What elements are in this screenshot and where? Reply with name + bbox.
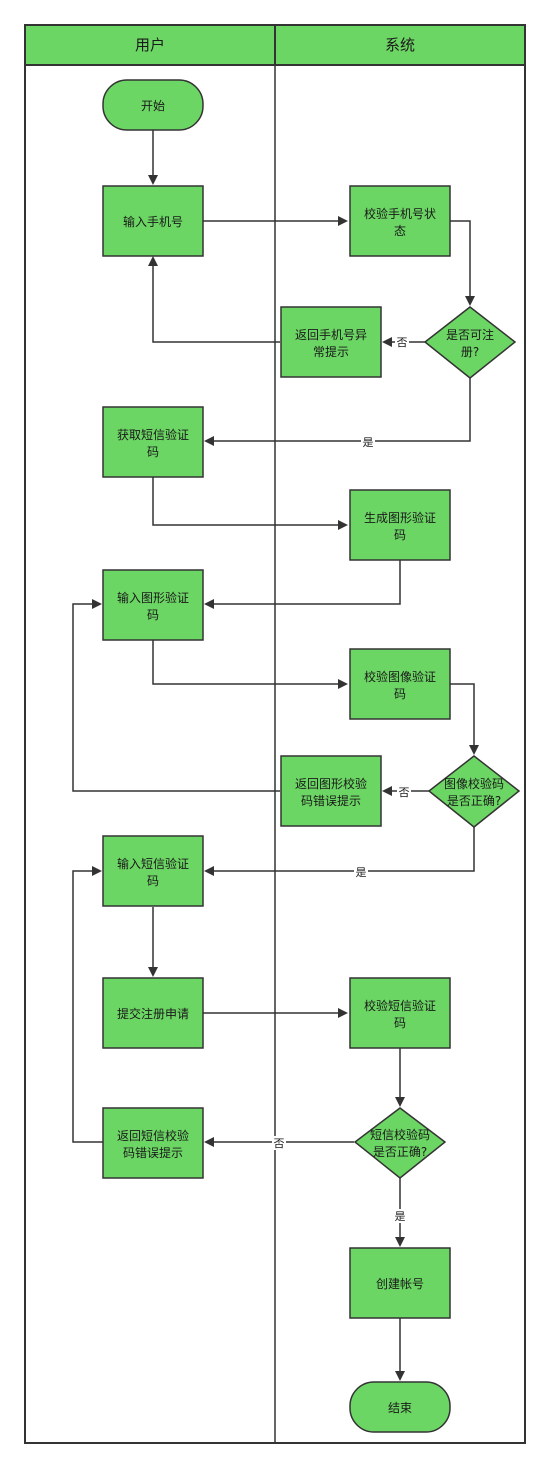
input-graphic-code-line1: 输入图形验证 bbox=[117, 590, 189, 605]
check-phone-status-node bbox=[349, 185, 451, 257]
edges bbox=[72, 130, 479, 1381]
edge-graphic-error-to-input-graphic bbox=[72, 599, 280, 792]
input-graphic-code-node bbox=[102, 569, 204, 641]
check-image-code-line2: 码 bbox=[394, 687, 406, 701]
edge-check-image-to-decision bbox=[450, 683, 479, 755]
lane-header-system bbox=[274, 24, 526, 66]
gen-graphic-code-line1: 生成图形验证 bbox=[364, 510, 436, 525]
edge-gen-graphic-to-input-graphic bbox=[204, 560, 401, 609]
image-code-correct-decision bbox=[427, 755, 521, 828]
image-code-correct-line1: 图像校验码 bbox=[444, 776, 504, 791]
input-phone-node bbox=[102, 185, 204, 257]
check-phone-status-line1: 校验手机号状 bbox=[364, 206, 436, 221]
input-phone-label: 输入手机号 bbox=[123, 214, 183, 229]
get-sms-code-line1: 获取短信验证 bbox=[117, 427, 189, 442]
lane-title-user: 用户 bbox=[135, 36, 165, 54]
edge-check-to-can-register bbox=[450, 220, 475, 306]
check-phone-status-line2: 态 bbox=[394, 224, 406, 238]
end-terminal bbox=[349, 1381, 451, 1433]
phone-error-node bbox=[280, 306, 382, 378]
edge-label-no-3: 否 bbox=[274, 1137, 285, 1150]
lane-header-user bbox=[24, 24, 276, 66]
image-code-correct-line2: 是否正确? bbox=[447, 794, 501, 808]
input-graphic-code-line2: 码 bbox=[147, 608, 159, 622]
start-label: 开始 bbox=[141, 99, 165, 113]
edge-sms-to-gen-graphic bbox=[152, 477, 348, 530]
gen-graphic-code-line2: 码 bbox=[394, 528, 406, 542]
can-register-line1: 是否可注 bbox=[446, 327, 494, 342]
edge-label-yes-3: 是 bbox=[395, 1210, 406, 1223]
edge-can-register-yes bbox=[204, 378, 471, 446]
input-sms-code-line1: 输入短信验证 bbox=[117, 856, 189, 871]
can-register-decision bbox=[423, 306, 517, 379]
graphic-code-error-line1: 返回图形校验 bbox=[295, 776, 367, 791]
sms-code-correct-line1: 短信校验码 bbox=[370, 1127, 430, 1142]
graphic-code-error-node bbox=[280, 755, 382, 827]
edge-labels: 否 是 否 是 否 是 bbox=[272, 335, 411, 1223]
end-label: 结束 bbox=[388, 1401, 412, 1415]
gen-graphic-code-node bbox=[349, 489, 451, 561]
edge-phone-error-to-input bbox=[148, 256, 280, 343]
edge-label-yes-2: 是 bbox=[356, 866, 367, 879]
graphic-code-error-line2: 码错误提示 bbox=[301, 793, 361, 808]
input-sms-code-node bbox=[102, 835, 204, 907]
sms-code-error-line2: 码错误提示 bbox=[123, 1145, 183, 1160]
submit-registration-label: 提交注册申请 bbox=[117, 1006, 189, 1021]
submit-registration-node bbox=[102, 977, 204, 1049]
lane-title-system: 系统 bbox=[385, 36, 415, 54]
start-terminal bbox=[102, 79, 204, 131]
check-sms-code-line1: 校验短信验证 bbox=[364, 998, 436, 1013]
create-account-label: 创建帐号 bbox=[376, 1276, 424, 1291]
sms-code-correct-decision bbox=[353, 1107, 447, 1179]
check-sms-code-line2: 码 bbox=[394, 1016, 406, 1030]
get-sms-code-line2: 码 bbox=[147, 445, 159, 459]
sms-code-error-line1: 返回短信校验 bbox=[117, 1128, 189, 1143]
nodes: 开始 输入手机号 校验手机号状 态 是否可注 册? 返回手机号异 常提示 获取短… bbox=[102, 79, 521, 1433]
check-image-code-node bbox=[349, 648, 451, 720]
check-sms-code-node bbox=[349, 977, 451, 1049]
swimlane-frame: 用户 系统 bbox=[24, 24, 526, 1444]
edge-input-graphic-to-check-image bbox=[152, 640, 348, 689]
edge-label-no-2: 否 bbox=[399, 786, 410, 799]
edge-sms-error-to-input-sms bbox=[72, 866, 103, 1143]
edge-label-yes-1: 是 bbox=[363, 436, 374, 449]
sms-code-correct-line2: 是否正确? bbox=[373, 1145, 427, 1159]
edge-label-no-1: 否 bbox=[397, 336, 408, 349]
edge-image-code-yes bbox=[204, 827, 475, 876]
sms-code-error-node bbox=[102, 1107, 204, 1179]
check-image-code-line1: 校验图像验证 bbox=[364, 669, 436, 684]
phone-error-line2: 常提示 bbox=[313, 344, 349, 359]
can-register-line2: 册? bbox=[461, 345, 479, 359]
input-sms-code-line2: 码 bbox=[147, 874, 159, 888]
get-sms-code-node bbox=[102, 406, 204, 478]
create-account-node bbox=[349, 1247, 451, 1319]
phone-error-line1: 返回手机号异 bbox=[295, 328, 367, 342]
